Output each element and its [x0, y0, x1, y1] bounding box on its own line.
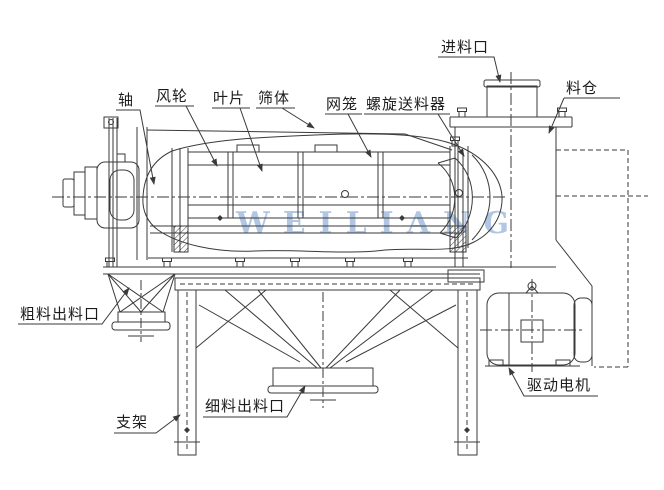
leader-lines	[18, 56, 620, 434]
label-fine-outlet: 细料出料口	[205, 397, 286, 415]
screw-feeder-spiral	[437, 154, 491, 241]
label-feed-inlet: 进料口	[441, 38, 490, 56]
drive-motor	[480, 279, 593, 372]
label-drive-motor: 驱动电机	[527, 376, 592, 394]
base-deck	[103, 257, 556, 291]
label-hopper-bin: 料仓	[566, 79, 599, 97]
label-coarse-outlet: 粗料出料口	[20, 305, 101, 323]
screen-drum	[148, 136, 469, 259]
feed-chamber	[447, 72, 573, 283]
hopper-bin-outline	[555, 149, 648, 368]
label-fan-wheel: 风轮	[156, 87, 189, 105]
label-screw-feeder: 螺旋送料器	[366, 95, 447, 113]
label-support-frame: 支架	[116, 413, 149, 431]
coarse-outlet-hopper	[107, 273, 176, 342]
support-legs	[174, 289, 480, 456]
shaft-assembly	[62, 153, 140, 229]
label-sieve-body: 筛体	[258, 89, 291, 107]
label-mesh-cage: 网笼	[326, 95, 359, 113]
feed-inlet-pipe	[483, 79, 541, 118]
label-blade: 叶片	[213, 89, 246, 107]
label-shaft: 轴	[118, 91, 135, 109]
machine-envelope	[142, 129, 503, 253]
fine-outlet-hopper	[224, 289, 434, 408]
left-support-post	[103, 116, 148, 267]
